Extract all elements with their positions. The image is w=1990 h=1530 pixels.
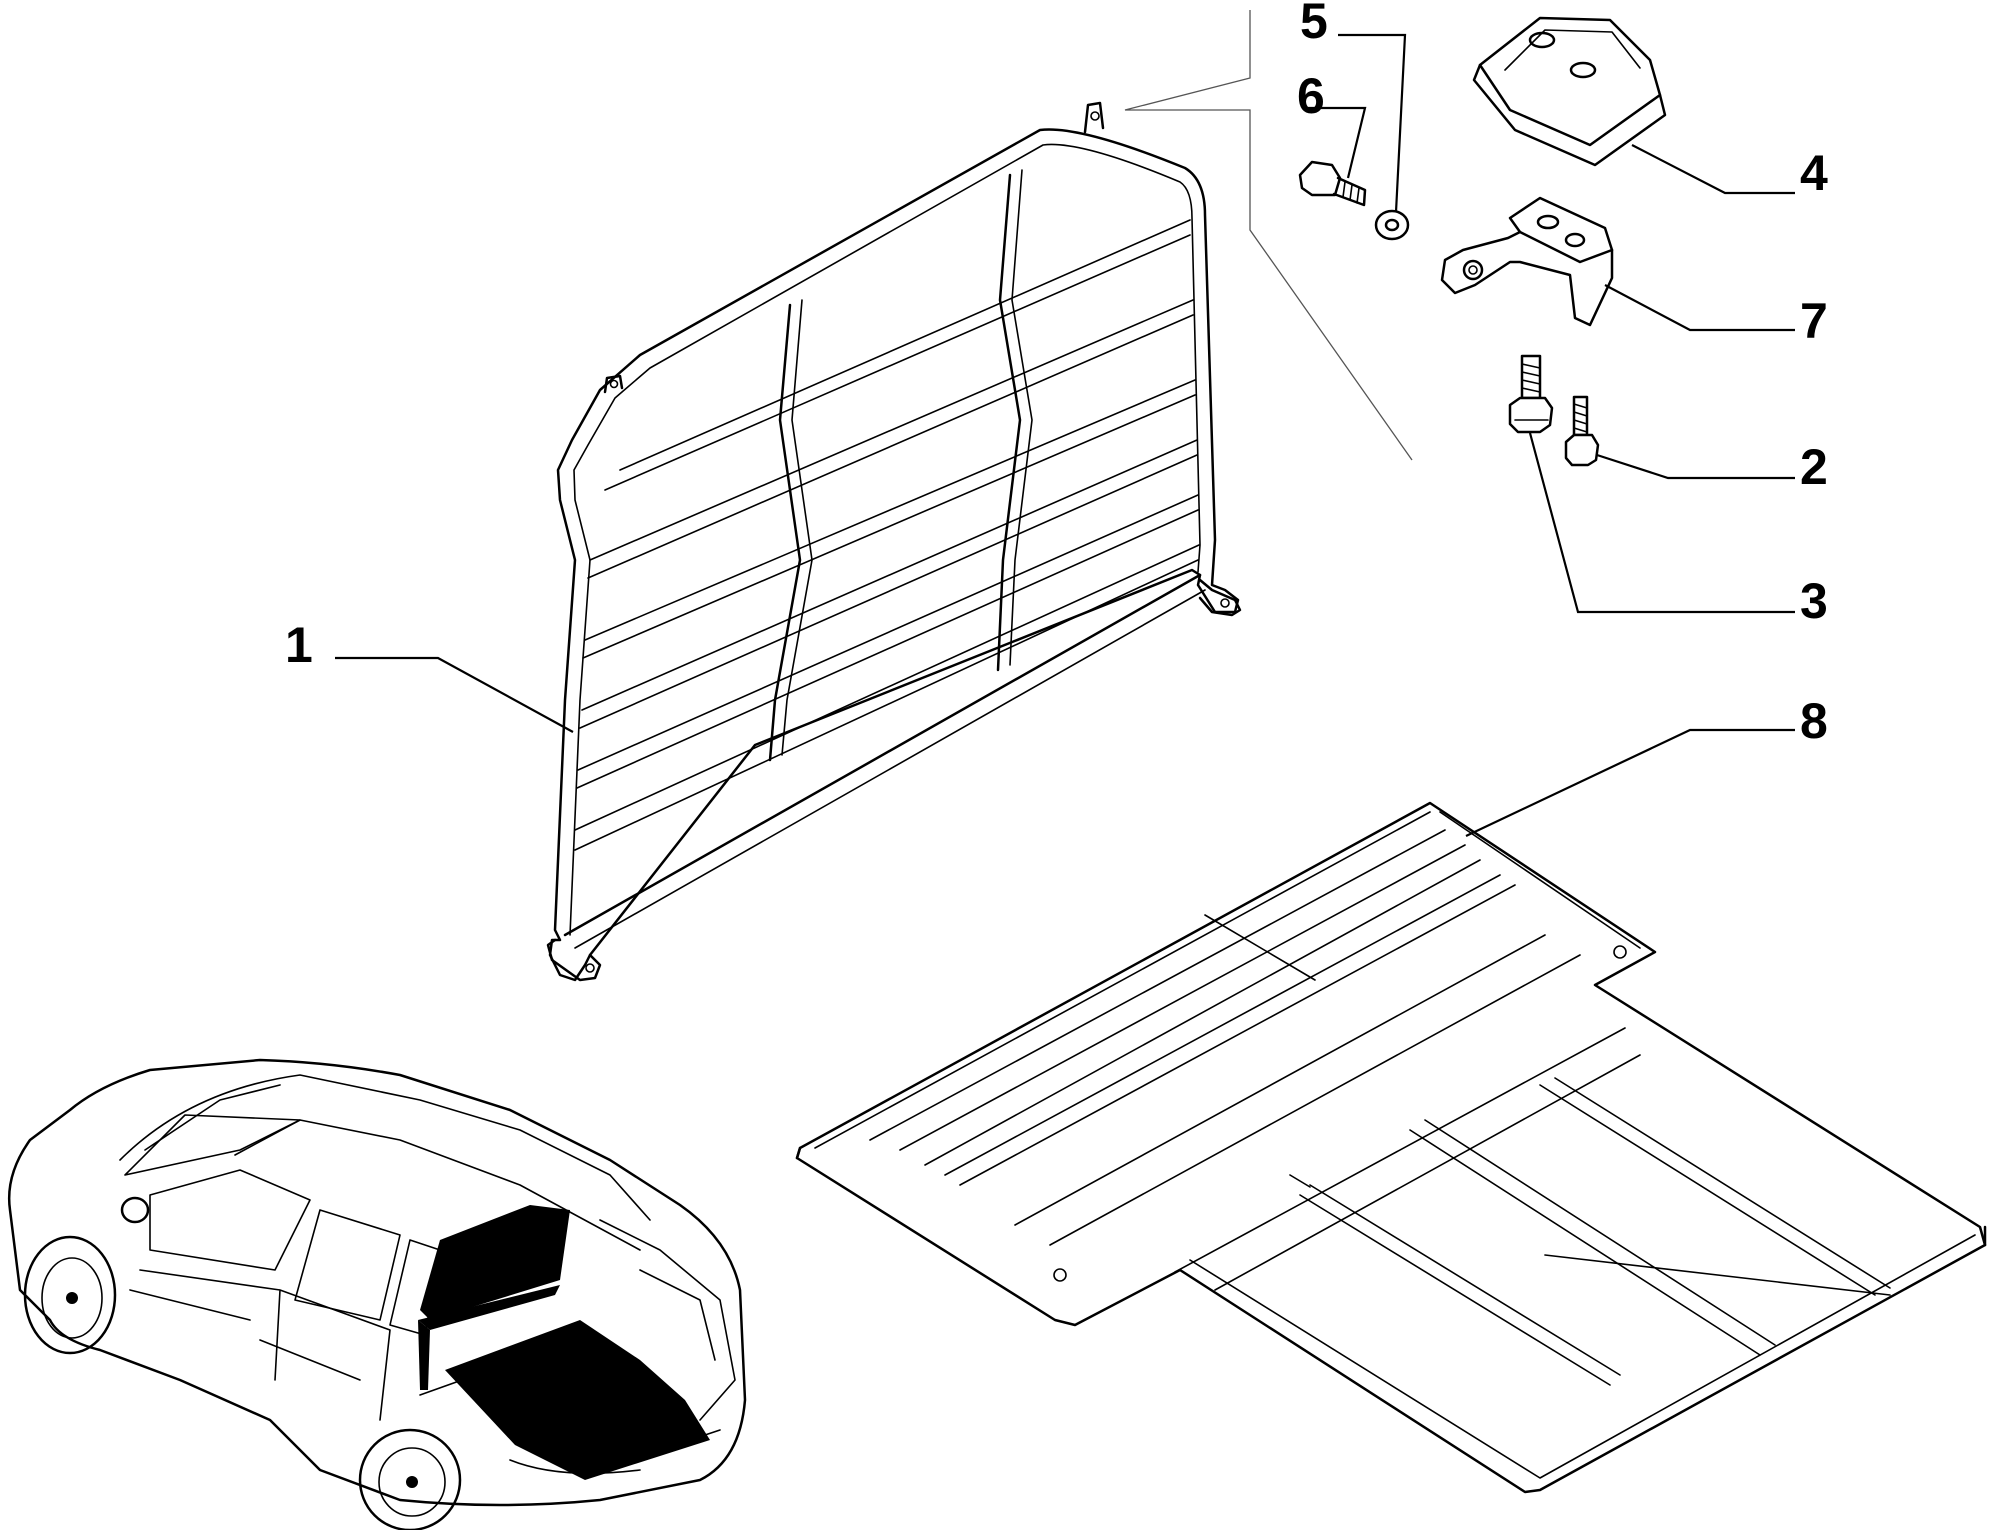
leader-4 [1631,144,1795,195]
callout-labels: 1 2 3 4 5 6 7 8 [285,0,1828,749]
leader-7 [1604,284,1795,332]
rubber-pad-icon [1472,16,1667,167]
hex-bolt-icon [1298,160,1367,207]
leader-3 [1528,432,1795,614]
leader-5 [1338,33,1407,213]
callout-6: 6 [1297,68,1325,124]
callout-5: 5 [1300,0,1328,49]
callout-4: 4 [1800,145,1828,201]
leader-lines [335,10,1795,837]
mounting-screw-icon [1564,395,1600,467]
callout-3: 3 [1800,573,1828,629]
mounting-bracket-icon [1440,196,1614,327]
callout-8: 8 [1800,693,1828,749]
callout-7: 7 [1800,293,1828,349]
mounting-bolt-icon [1508,354,1554,434]
callout-2: 2 [1800,439,1828,495]
cargo-floor-mat-icon [795,801,1987,1494]
callout-1: 1 [285,617,313,673]
leader-2 [1596,453,1795,480]
leader-6 [1307,106,1367,179]
leader-1 [335,656,574,733]
cargo-barrier-grille-icon [546,101,1242,982]
washer-icon [1374,209,1410,241]
leader-8 [1465,728,1795,837]
leader-assembly [1124,10,1413,461]
car-location-view-icon [8,1058,747,1530]
